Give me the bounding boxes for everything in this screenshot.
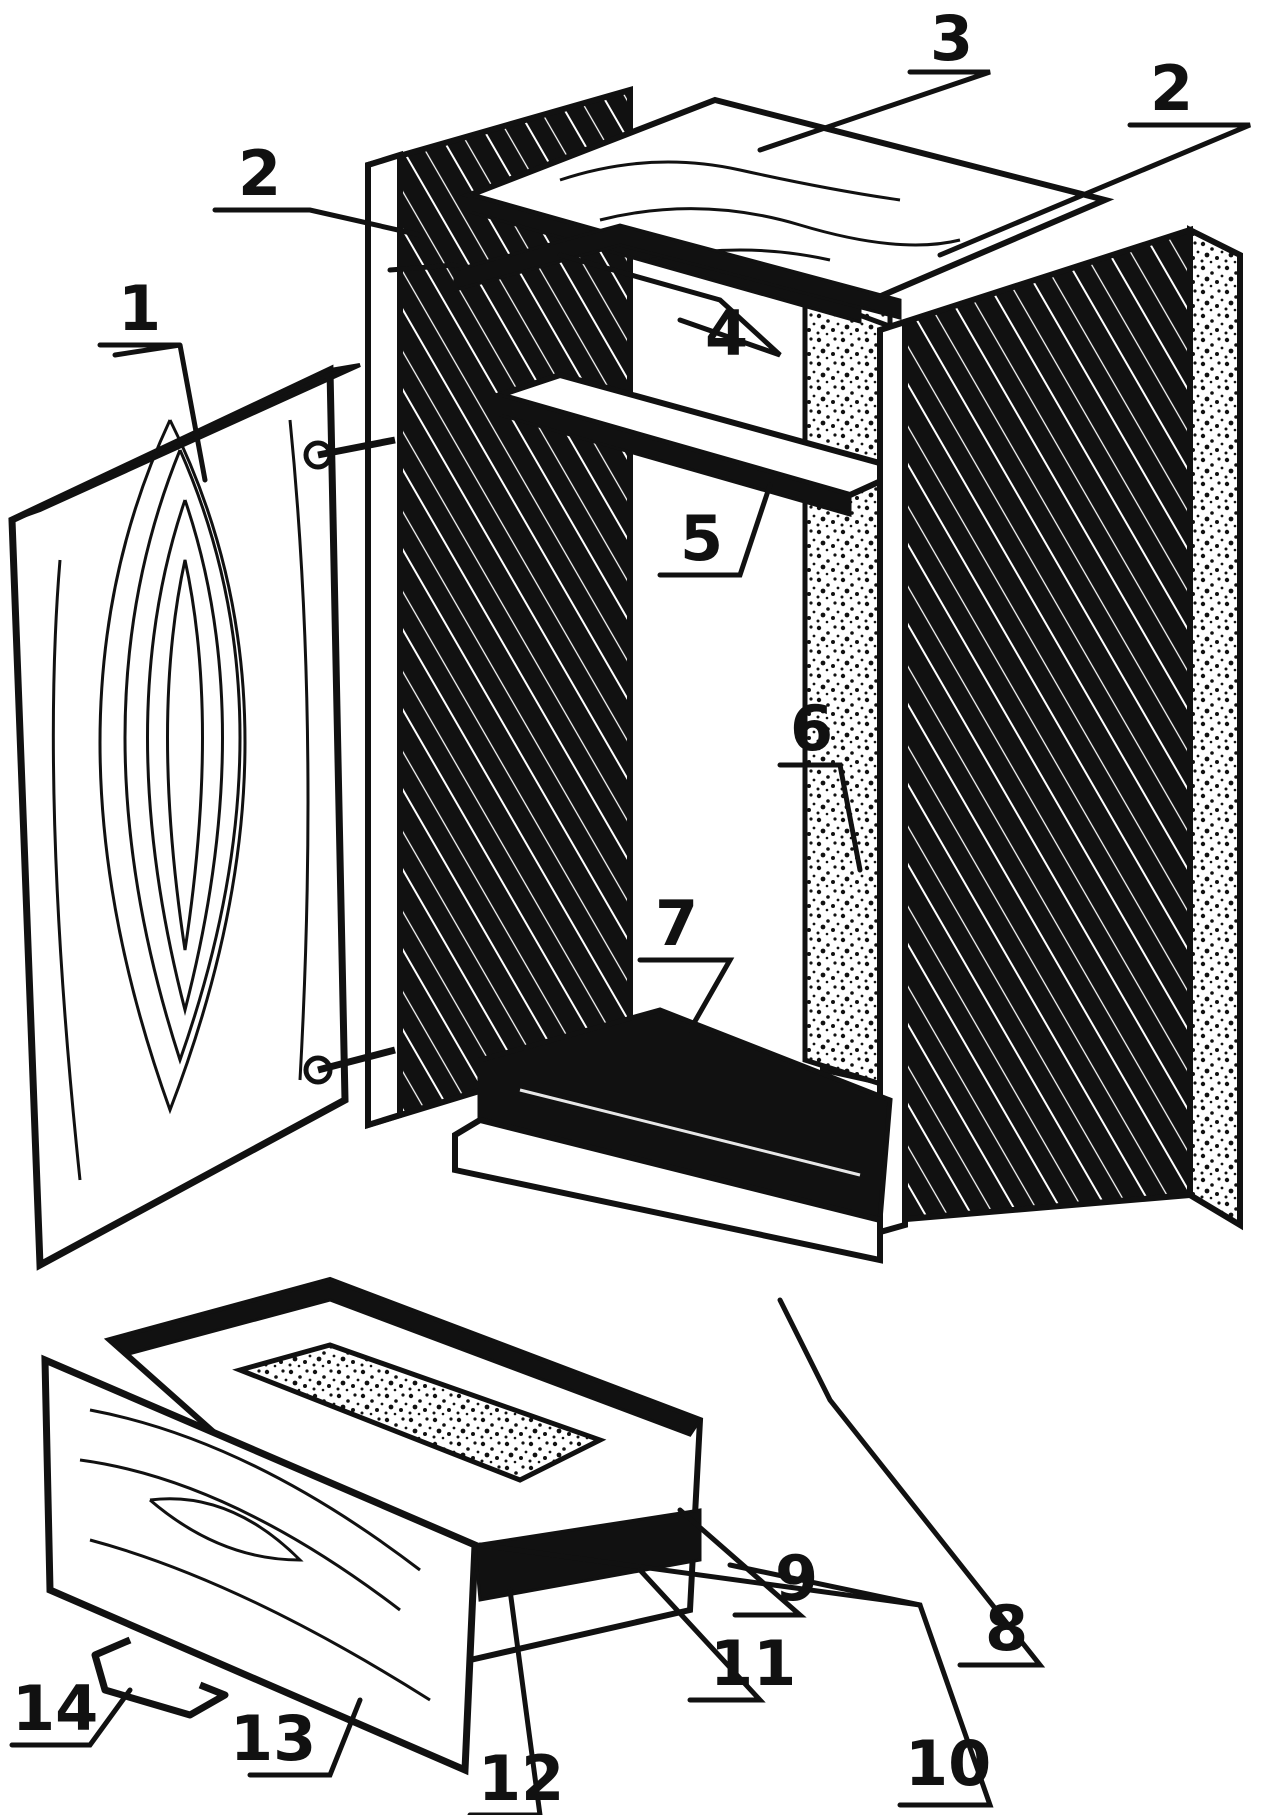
label-drawer-front: 13 [230,1702,316,1775]
label-runner: 8 [985,1592,1028,1665]
leader-lines [9,69,1251,1815]
label-rail-top: 4 [705,297,748,370]
drawer-front-grain [79,1408,431,1702]
label-shelf: 5 [680,502,723,575]
label-drawer-sides: 10 [905,1727,991,1800]
right-side-panel-front-edge [877,317,908,1236]
label-top: 3 [930,2,973,75]
right-edge-strip [1187,225,1243,1231]
bottom-board [477,1007,893,1224]
label-side-right: 2 [1150,52,1193,125]
bottom-board-hatch [519,1088,861,1177]
door-wood-grain [51,419,310,1181]
door-edge [11,363,361,522]
shelf-edge [498,393,852,517]
drawer-inner-bottom [232,1342,607,1483]
label-drawer-runner: 11 [710,1627,796,1700]
bottom-board-front [452,1116,883,1264]
label-handle: 14 [12,1672,98,1745]
hinge-top-pin [317,436,396,459]
label-bottom: 7 [655,887,698,960]
left-side-panel-front-edge [365,150,403,1130]
label-door: 1 [118,272,161,345]
top-rail [453,223,902,320]
drawer-inner-rim [107,1278,703,1437]
interior-opening [620,255,820,1080]
drawer-side-runner [473,1508,702,1602]
label-side-left: 2 [238,137,281,210]
hinge-bottom-pin [317,1046,396,1074]
label-drawer-guide: 12 [478,1742,564,1815]
label-drawer-inner: 9 [775,1542,818,1615]
label-back: 6 [790,692,833,765]
drawer-front-panel [41,1354,479,1776]
right-side-panel [892,225,1193,1224]
door-panel [8,364,349,1271]
